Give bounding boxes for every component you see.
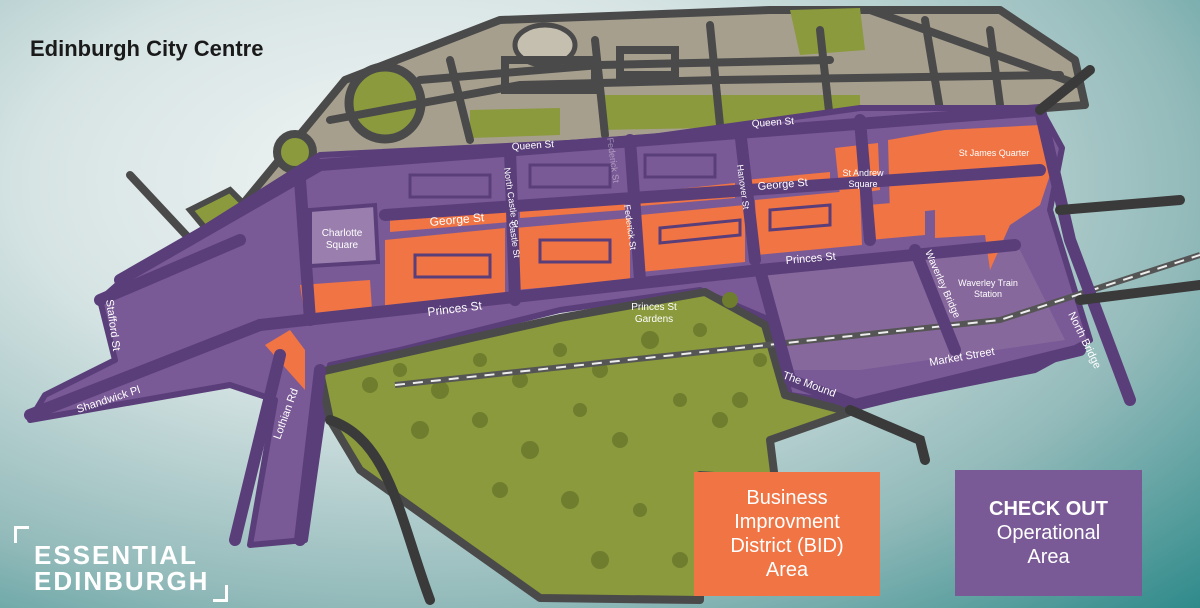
label-queen-st-2: Queen St (751, 116, 794, 130)
legend-bid-line2: Improvment (734, 511, 840, 533)
label-charlotte-square-1: Charlotte (322, 228, 363, 239)
label-waverley-station-1: Waverley Train (958, 278, 1018, 288)
dome-circle (512, 22, 578, 68)
garden-trees (362, 292, 767, 569)
legend-checkout-line1: CHECK OUT (989, 498, 1108, 520)
label-st-andrew-square-2: Square (848, 179, 877, 189)
logo-line1: ESSENTIAL (34, 540, 198, 570)
legend-checkout: CHECK OUT Operational Area (955, 470, 1142, 596)
essential-edinburgh-logo: ESSENTIAL EDINBURGH (14, 526, 234, 602)
logo-line2: EDINBURGH (34, 566, 210, 596)
label-st-andrew-square-1: St Andrew (842, 168, 884, 178)
label-princes-st-1: Princes St (427, 298, 484, 319)
logo-corner-top-left (14, 526, 29, 543)
label-george-st-2: George St (757, 177, 808, 193)
railway-dashes (394, 254, 1200, 386)
label-princes-st-2: Princes St (785, 251, 836, 267)
legend-checkout-line2: Operational (996, 522, 1101, 544)
main-roads (24, 104, 1136, 546)
logo-corner-bottom-right (213, 585, 228, 602)
label-waverley-station-2: Station (974, 289, 1002, 299)
label-george-st-1: George St (429, 210, 485, 229)
legend-checkout-line3: Area (1027, 546, 1070, 568)
external-roads (325, 65, 1200, 605)
label-princes-st-gardens-1: Princes St (631, 302, 677, 313)
place-labels: Charlotte Square St Andrew Square St Jam… (322, 148, 1030, 325)
page-title: Edinburgh City Centre (30, 36, 264, 61)
legend-bid: Business Improvment District (BID) Area (694, 472, 880, 596)
legend-bid-line4: Area (765, 559, 809, 581)
north-park-3 (470, 108, 560, 138)
north-park-2 (790, 8, 865, 55)
label-charlotte-square-2: Square (326, 240, 359, 251)
label-princes-st-gardens-2: Gardens (635, 314, 673, 325)
legend-bid-line3: District (BID) (730, 535, 844, 557)
legend-bid-line1: Business (746, 487, 828, 509)
label-st-james-quarter: St James Quarter (959, 148, 1030, 158)
label-queen-st-1: Queen St (511, 139, 554, 153)
north-roads (126, 6, 1084, 254)
square-outlines (408, 153, 832, 279)
